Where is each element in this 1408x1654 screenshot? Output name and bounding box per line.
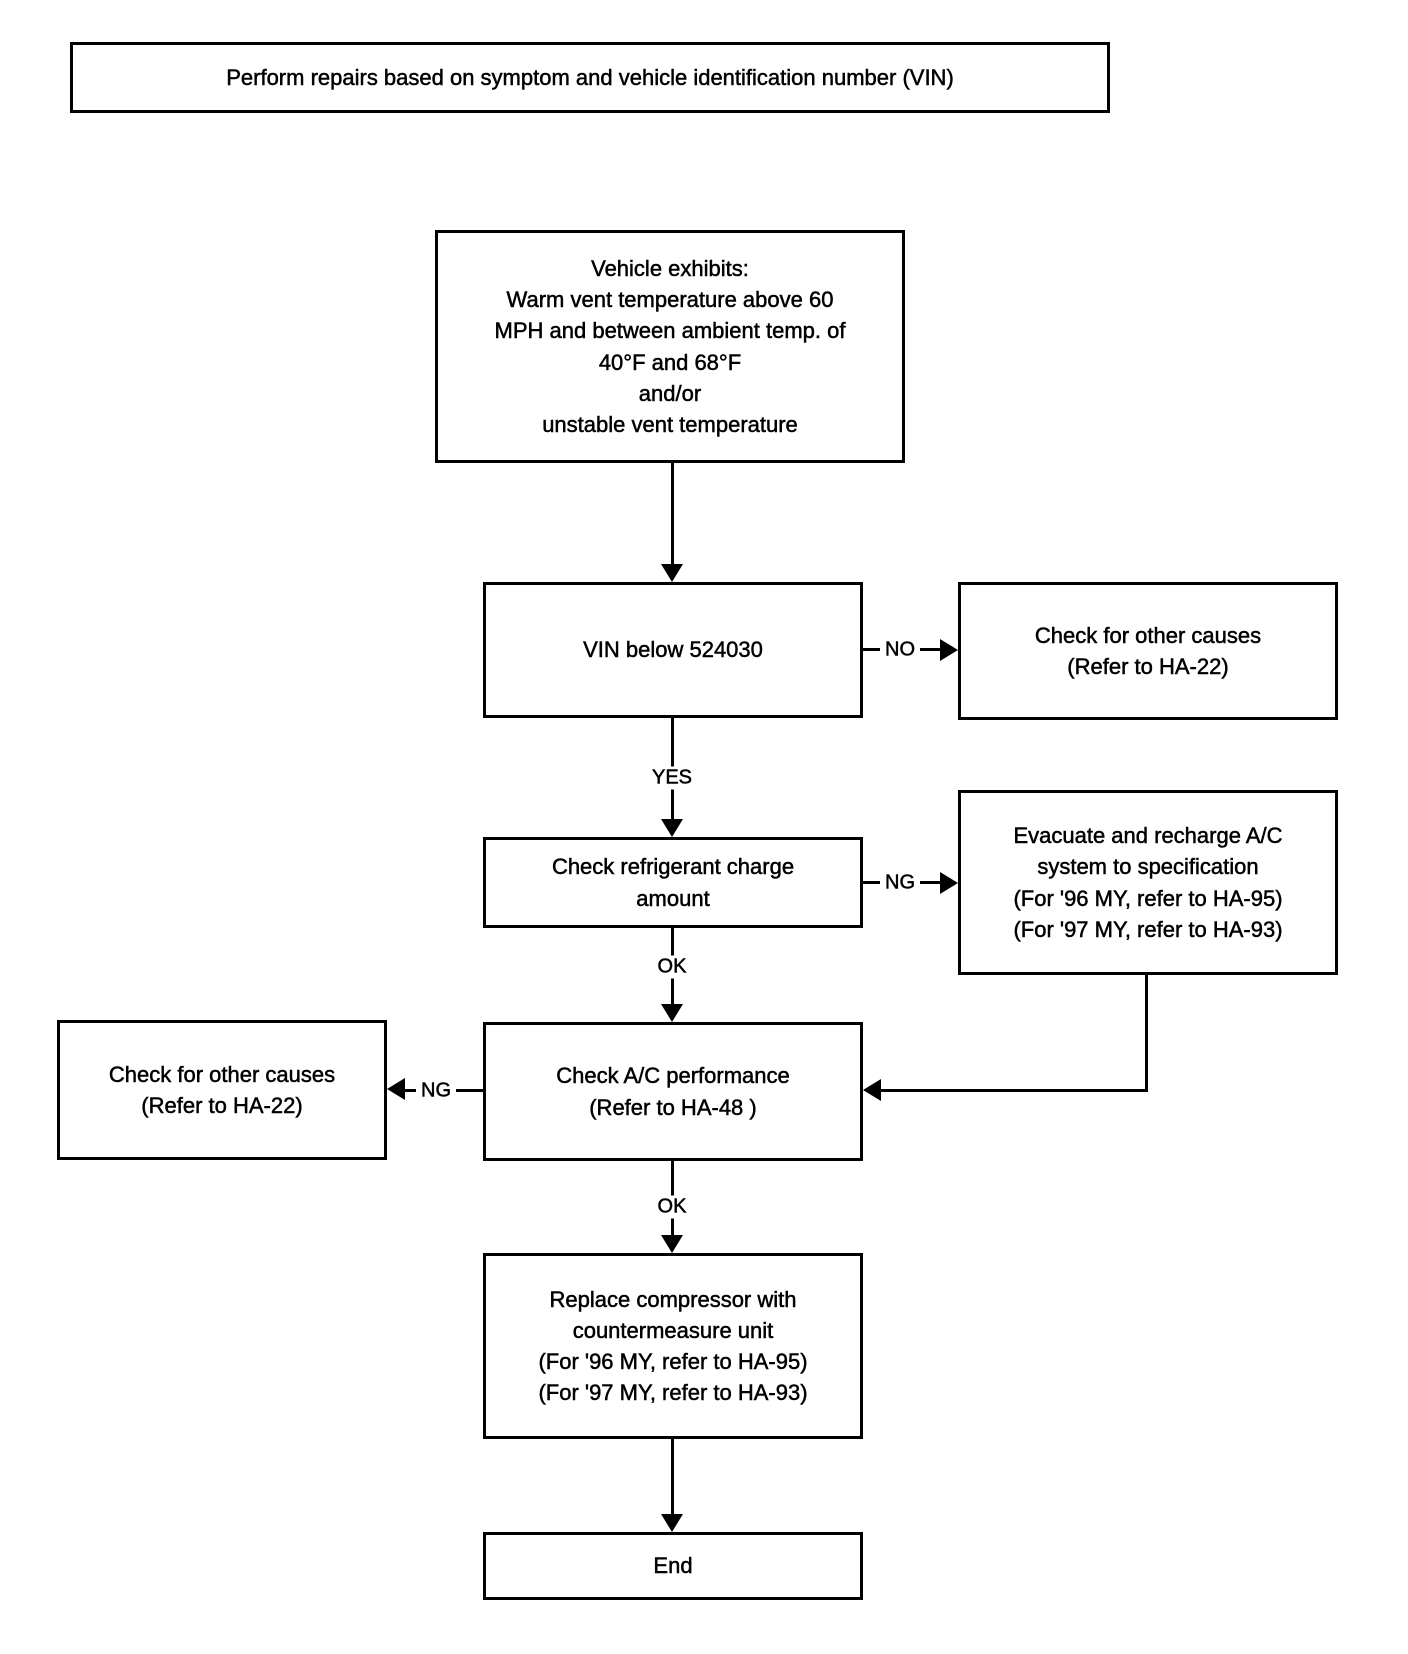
arrowhead-ac-ok <box>661 1235 683 1253</box>
replace-compressor-box: Replace compressor with countermeasure u… <box>483 1253 863 1439</box>
evacuate-recharge-box: Evacuate and recharge A/C system to spec… <box>958 790 1338 975</box>
label-vin-yes: YES <box>646 766 698 790</box>
connector-symptom-to-vin <box>671 463 674 564</box>
label-refrigerant-ng: NG <box>880 871 920 895</box>
arrowhead-replace-to-end <box>661 1514 683 1532</box>
end-box: End <box>483 1532 863 1600</box>
check-other-causes-right-box: Check for other causes (Refer to HA-22) <box>958 582 1338 720</box>
arrowhead-ac-ng <box>387 1078 405 1100</box>
check-other-causes-left-box: Check for other causes (Refer to HA-22) <box>57 1020 387 1160</box>
connector-evacuate-to-acperf-horizontal <box>881 1089 1148 1092</box>
arrowhead-refrigerant-ng <box>940 872 958 894</box>
arrowhead-symptom-to-vin <box>661 564 683 582</box>
label-vin-no: NO <box>880 638 920 662</box>
title-box: Perform repairs based on symptom and veh… <box>70 42 1110 113</box>
vin-check-box: VIN below 524030 <box>483 582 863 718</box>
arrowhead-evacuate-to-acperf <box>863 1079 881 1101</box>
arrowhead-refrigerant-ok <box>661 1004 683 1022</box>
label-ac-ok: OK <box>652 1195 692 1219</box>
symptom-box: Vehicle exhibits: Warm vent temperature … <box>435 230 905 463</box>
arrowhead-vin-no <box>940 639 958 661</box>
refrigerant-check-box: Check refrigerant charge amount <box>483 837 863 928</box>
ac-performance-box: Check A/C performance (Refer to HA-48 ) <box>483 1022 863 1161</box>
label-refrigerant-ok: OK <box>652 955 692 979</box>
label-ac-ng: NG <box>416 1079 456 1103</box>
connector-replace-to-end <box>671 1439 674 1514</box>
connector-evacuate-to-acperf-vertical <box>1145 975 1148 1092</box>
arrowhead-vin-yes <box>661 819 683 837</box>
